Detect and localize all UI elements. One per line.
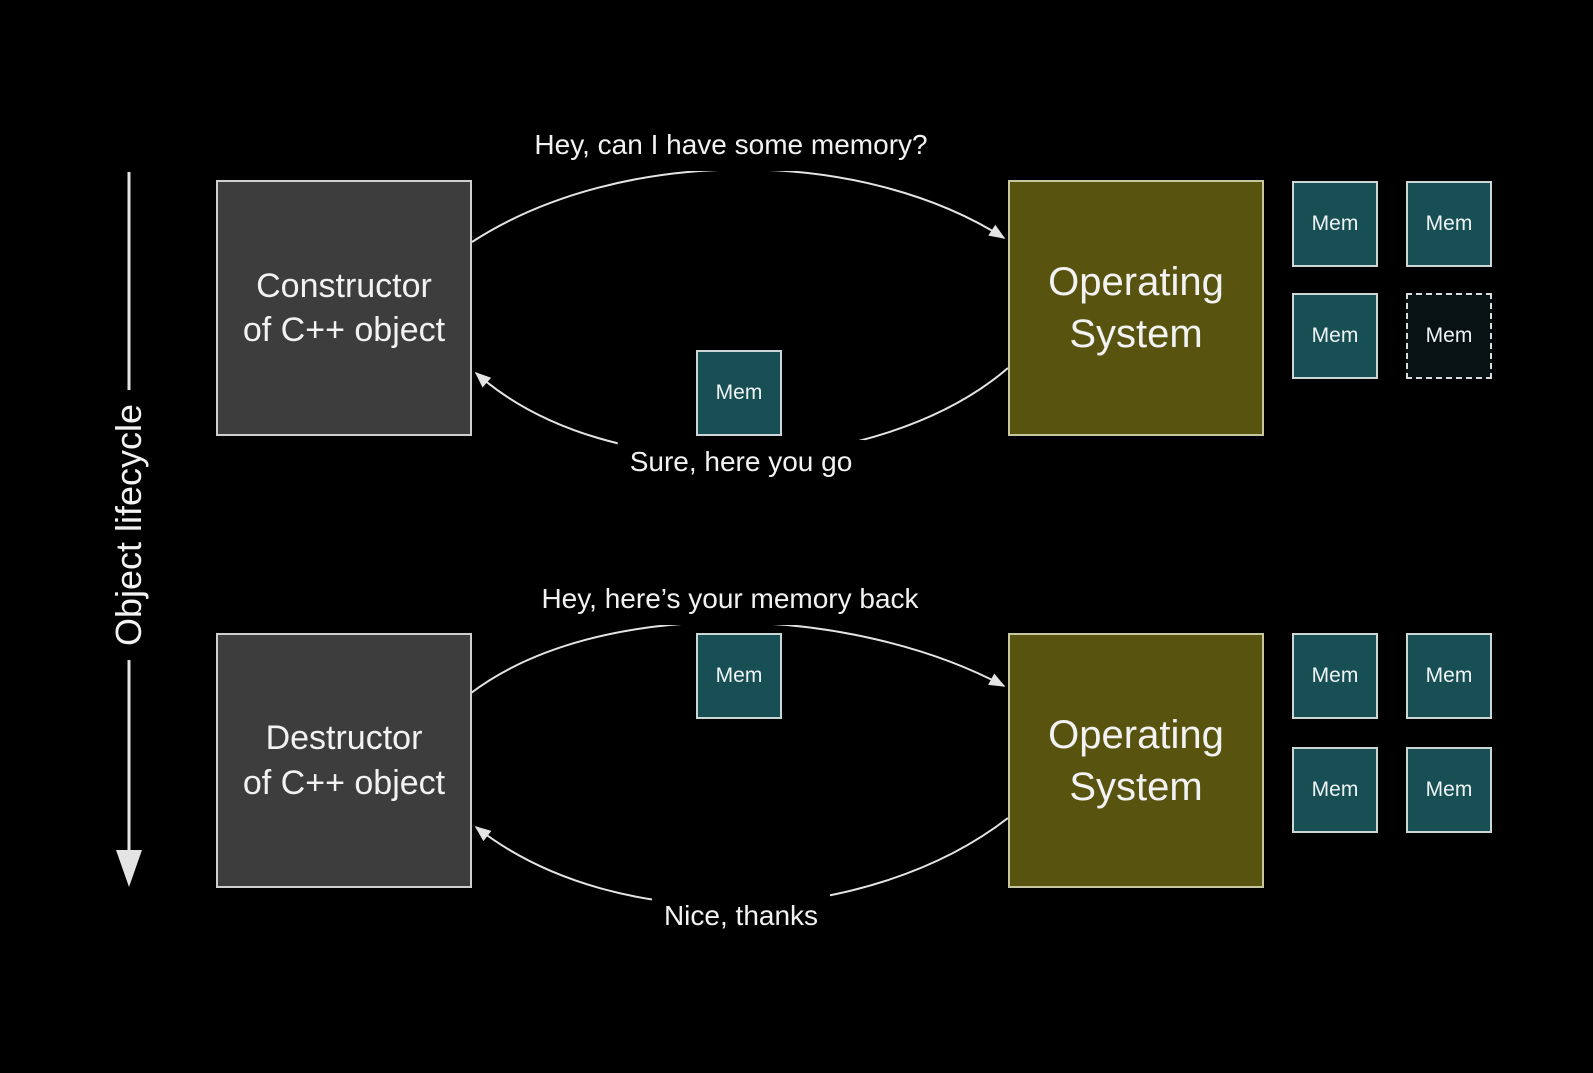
operating-system-bottom-label: Operating System (1010, 709, 1262, 813)
mem-box-transfer-bottom: Mem (696, 633, 782, 719)
constructor-box-label-line2: of C++ object (242, 311, 446, 349)
destructor-box-label-line2: of C++ object (242, 763, 446, 802)
operating-system-top-label-line2: System (1069, 312, 1203, 356)
mem-box-os-bottom-1: Mem (1292, 633, 1378, 719)
mem-box-os-top-1: Mem (1292, 181, 1378, 267)
request-memory-arrow (471, 168, 1006, 243)
mem-box-os-bottom-3: Mem (1292, 747, 1378, 833)
operating-system-bottom-label-line1: Operating (1048, 712, 1224, 757)
destructor-box: Destructor of C++ object (216, 633, 472, 888)
operating-system-bottom-label-line2: System (1069, 764, 1203, 809)
mem-box-os-bottom-2-label: Mem (1425, 664, 1473, 687)
destructor-box-label: Destructor of C++ object (218, 716, 470, 804)
operating-system-box-bottom: Operating System (1008, 633, 1264, 888)
message-return-memory: Hey, here’s your memory back (529, 577, 931, 625)
ack-return-arrow (474, 817, 1009, 907)
mem-box-os-top-3-label: Mem (1311, 324, 1359, 347)
mem-box-os-top-1-label: Mem (1311, 212, 1359, 235)
constructor-box: Constructor of C++ object (216, 180, 472, 436)
mem-box-os-bottom-4-label: Mem (1425, 778, 1473, 801)
object-lifecycle-label: Object lifecycle (106, 389, 152, 661)
mem-box-os-top-freed: Mem (1406, 293, 1492, 379)
mem-box-transfer-top-label: Mem (715, 381, 763, 404)
operating-system-top-label-line1: Operating (1048, 260, 1224, 304)
operating-system-box-top: Operating System (1008, 180, 1264, 436)
message-grant-memory: Sure, here you go (617, 440, 865, 488)
constructor-box-label-line1: Constructor (256, 266, 432, 305)
mem-box-os-top-2: Mem (1406, 181, 1492, 267)
mem-box-transfer-bottom-label: Mem (715, 664, 763, 687)
mem-box-os-bottom-2: Mem (1406, 633, 1492, 719)
lifecycle-arrowhead (116, 850, 142, 887)
mem-box-os-bottom-1-label: Mem (1311, 664, 1359, 687)
mem-box-os-bottom-3-label: Mem (1311, 778, 1359, 801)
mem-box-transfer-top: Mem (696, 350, 782, 436)
destructor-box-label-line1: Destructor (265, 719, 423, 758)
message-request-memory: Hey, can I have some memory? (522, 123, 940, 171)
mem-box-os-top-freed-label: Mem (1425, 324, 1473, 347)
mem-box-os-top-3: Mem (1292, 293, 1378, 379)
message-ack-return: Nice, thanks (651, 894, 831, 942)
mem-box-os-bottom-4: Mem (1406, 747, 1492, 833)
operating-system-top-label: Operating System (1010, 256, 1262, 360)
constructor-box-label: Constructor of C++ object (218, 264, 470, 352)
mem-box-os-top-2-label: Mem (1425, 212, 1473, 235)
